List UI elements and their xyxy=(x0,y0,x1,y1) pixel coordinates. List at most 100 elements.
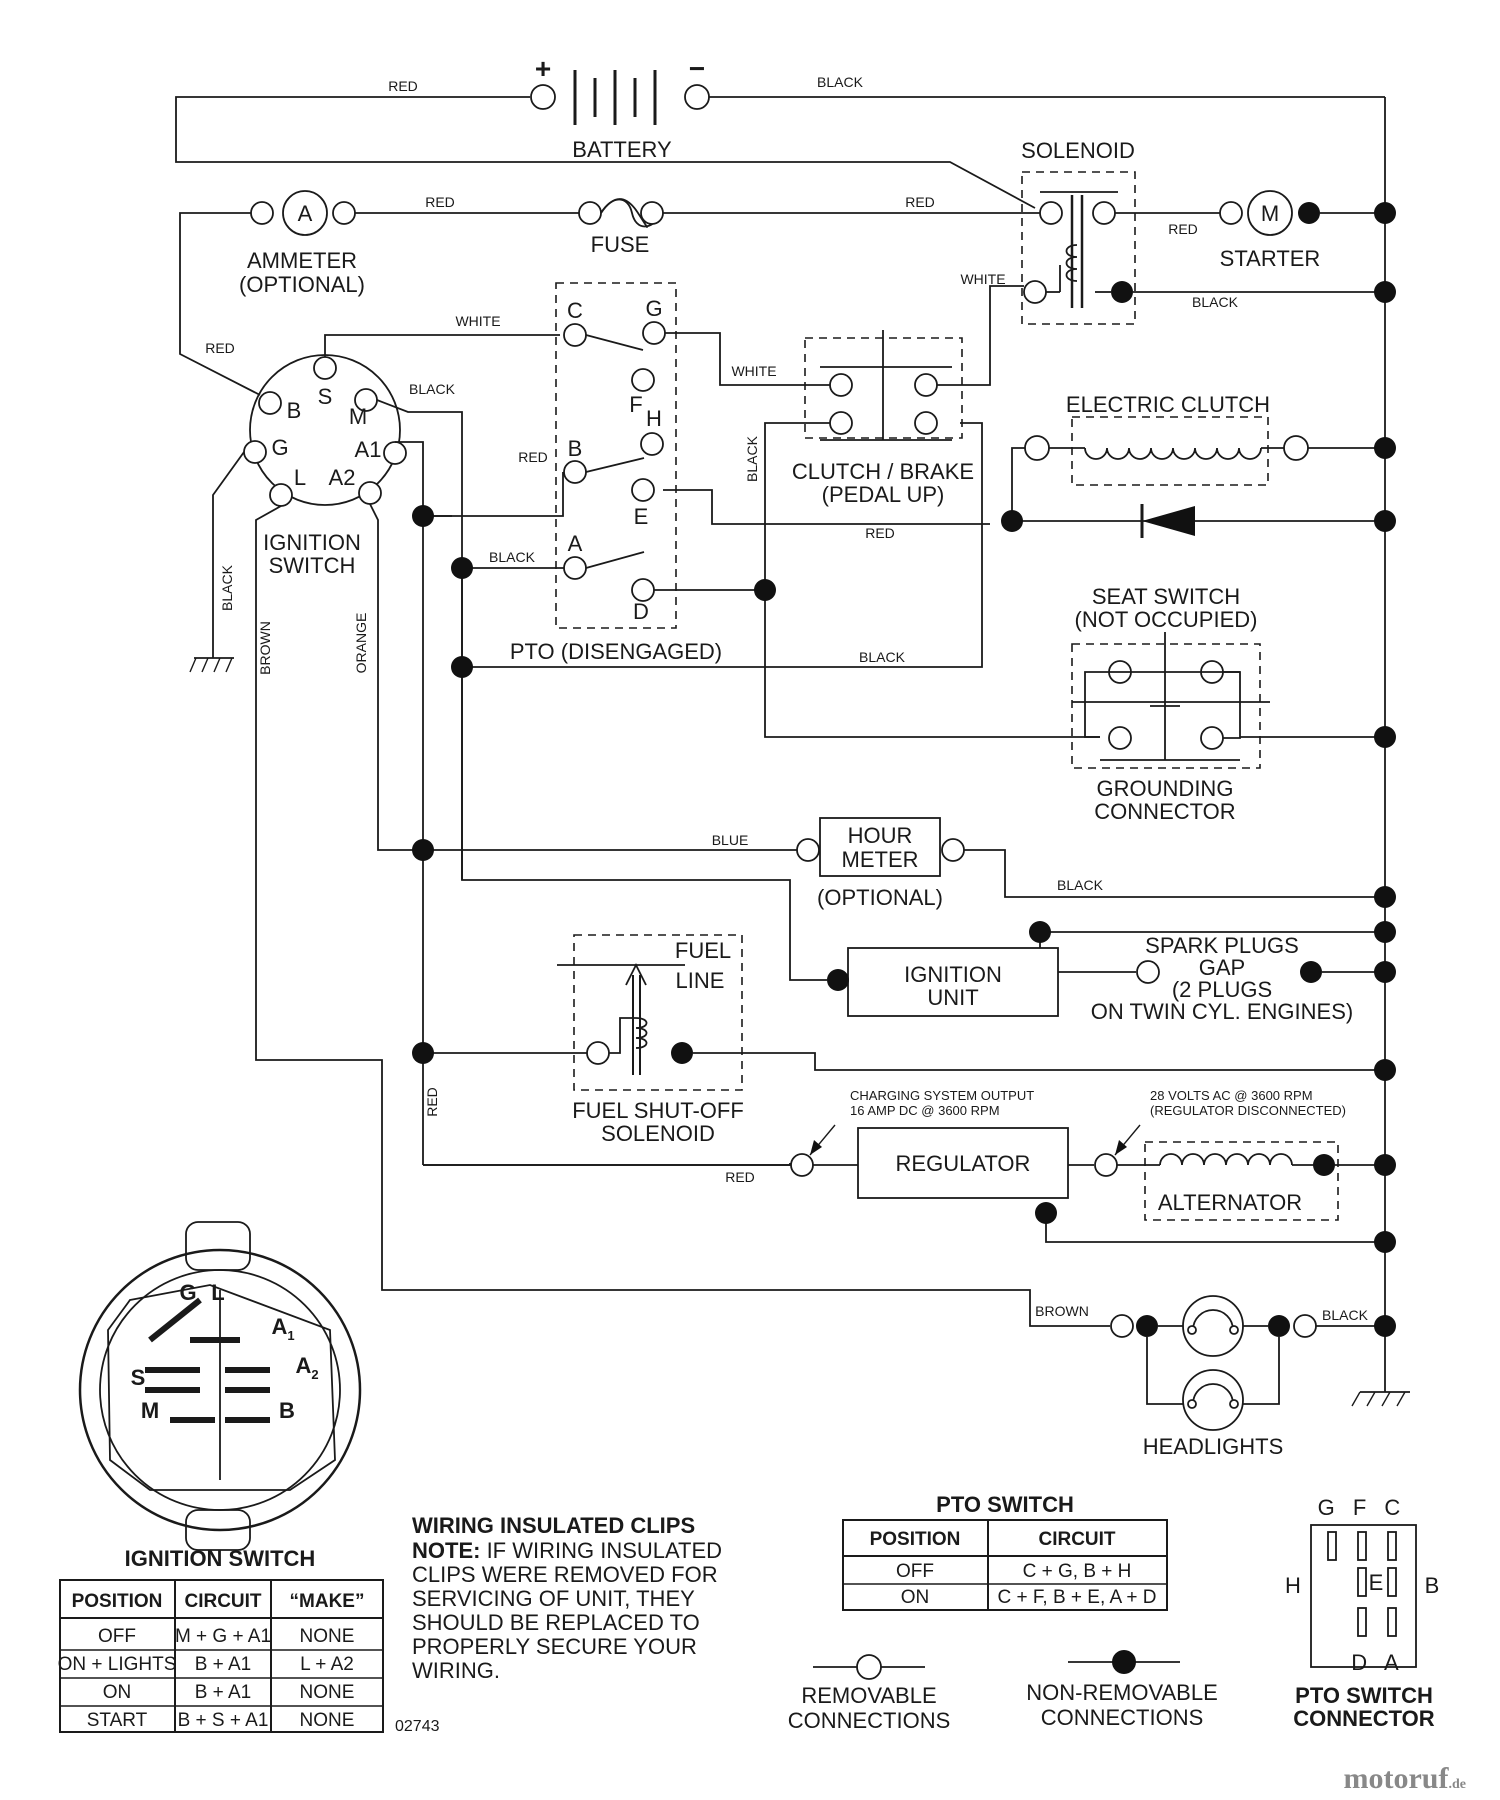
fuel-solenoid-label: FUEL SHUT-OFF xyxy=(572,1098,744,1123)
wire-label-black-gnd: BLACK xyxy=(219,564,235,611)
pto-term-d: D xyxy=(633,599,649,624)
ign-term-b: B xyxy=(287,398,302,423)
ac-label: 28 VOLTS AC @ 3600 RPM xyxy=(1150,1088,1313,1103)
pto-table-title: PTO SWITCH xyxy=(936,1492,1074,1517)
conn-pin-a1-letter: A xyxy=(271,1314,287,1339)
part-number: 02743 xyxy=(395,1718,440,1735)
wire-label-white-clutch: WHITE xyxy=(731,363,776,379)
ign-row-0-position: OFF xyxy=(98,1626,136,1647)
wire-label-black-headlight: BLACK xyxy=(1322,1307,1369,1323)
starter: M RED STARTER xyxy=(1115,190,1385,271)
ign-row-3-make: NONE xyxy=(300,1710,355,1731)
electric-clutch: ELECTRIC CLUTCH xyxy=(1011,392,1385,538)
clips-note-line1: NOTE: IF WIRING INSULATED xyxy=(412,1538,722,1563)
clips-note-line6: WIRING. xyxy=(412,1658,500,1683)
battery-minus: − xyxy=(689,53,705,84)
ign-term-m: M xyxy=(349,404,367,429)
ign-row-2-position: ON xyxy=(103,1682,132,1703)
legend-non-removable-2: CONNECTIONS xyxy=(1041,1705,1204,1730)
seat-switch-label: SEAT SWITCH xyxy=(1092,584,1240,609)
regulator: RED RED REGULATOR CHARGING SYSTEM OUTPUT… xyxy=(423,1087,1385,1243)
wire-label-red-ign: RED xyxy=(205,340,235,356)
wire-label-black-clutch: BLACK xyxy=(744,435,760,482)
wire-label-black-hour: BLACK xyxy=(1057,877,1104,893)
ammeter-symbol: A xyxy=(298,201,313,226)
ign-row-1-make: L + A2 xyxy=(300,1654,354,1675)
pto-term-f: F xyxy=(629,392,642,417)
spark-label-2: GAP xyxy=(1199,955,1245,980)
hour-meter-optional: (OPTIONAL) xyxy=(817,885,943,910)
conn-pin-a1: A1 xyxy=(271,1314,294,1343)
ignition-switch: B S M G A1 L A2 IGNITION SWITCH xyxy=(243,354,407,578)
wire-label-red-ammeter: RED xyxy=(425,194,455,210)
ign-row-2-circuit: B + A1 xyxy=(195,1682,252,1703)
ign-term-a2: A2 xyxy=(329,465,356,490)
wire-label-red-pto-b: RED xyxy=(518,449,548,465)
ign-row-3-position: START xyxy=(87,1710,148,1731)
wire-label-brown-headlight: BROWN xyxy=(1035,1303,1089,1319)
ign-term-s: S xyxy=(318,384,333,409)
battery: + − BATTERY RED BLACK xyxy=(175,53,1385,209)
legend-non-removable: NON-REMOVABLE xyxy=(1026,1680,1218,1705)
charging-label-2: 16 AMP DC @ 3600 RPM xyxy=(850,1103,1000,1118)
charging-label: CHARGING SYSTEM OUTPUT xyxy=(850,1088,1034,1103)
wire-label-red-main: RED xyxy=(424,1087,440,1117)
watermark-suffix: .de xyxy=(1449,1777,1467,1792)
pto-conn-h: H xyxy=(1285,1573,1301,1598)
pto-header-circuit: CIRCUIT xyxy=(1038,1529,1115,1550)
ign-term-l: L xyxy=(294,465,306,490)
pto-conn-e: E xyxy=(1369,1570,1384,1595)
wire-label-black-m: BLACK xyxy=(409,381,456,397)
pto-term-g: G xyxy=(645,296,662,321)
pto-term-a: A xyxy=(568,531,583,556)
wire-label-red-clutch: RED xyxy=(865,525,895,541)
legend-removable-2: CONNECTIONS xyxy=(788,1708,951,1733)
wire-label-red-starter: RED xyxy=(1168,221,1198,237)
grounding-label-2: CONNECTOR xyxy=(1094,799,1235,824)
wire-label-red-fuse: RED xyxy=(905,194,935,210)
conn-pin-a2-sub: 2 xyxy=(311,1367,318,1382)
ign-row-2-make: NONE xyxy=(300,1682,355,1703)
spark-label-4: ON TWIN CYL. ENGINES) xyxy=(1091,999,1353,1024)
ign-row-1-position: ON + LIGHTS xyxy=(58,1654,177,1675)
ammeter-label: AMMETER xyxy=(247,248,357,273)
pto-conn-bottom: D A xyxy=(1351,1650,1404,1675)
ignition-connector-view: G L A1 A2 S M B xyxy=(78,1221,362,1551)
fuel-line-label-2: LINE xyxy=(676,968,725,993)
watermark-main: motoruf xyxy=(1344,1762,1450,1795)
watermark: motoruf.de xyxy=(1344,1762,1466,1795)
clips-note-line2: CLIPS WERE REMOVED FOR xyxy=(412,1562,718,1587)
battery-plus: + xyxy=(535,53,551,84)
regulator-label: REGULATOR xyxy=(896,1151,1031,1176)
pto-term-e: E xyxy=(634,504,649,529)
conn-pin-l: L xyxy=(211,1280,224,1305)
watermark-text: motoruf.de xyxy=(1344,1762,1466,1795)
solenoid: SOLENOID BLACK xyxy=(1021,138,1385,325)
legend-removable: REMOVABLE xyxy=(801,1683,936,1708)
clips-note-title: WIRING INSULATED CLIPS xyxy=(412,1513,695,1538)
ignition-unit-label: IGNITION xyxy=(904,962,1002,987)
conn-pin-a2: A2 xyxy=(295,1353,318,1382)
conn-pin-s: S xyxy=(131,1365,146,1390)
pto-row-1-position: ON xyxy=(901,1587,930,1608)
seat-switch-label-2: (NOT OCCUPIED) xyxy=(1075,607,1258,632)
clutch-brake-switch: WHITE BLACK CLUTCH / BRAKE (PEDAL UP) xyxy=(744,271,1024,524)
conn-pin-a1-sub: 1 xyxy=(287,1328,294,1343)
wire-label-white-pto: WHITE xyxy=(455,313,500,329)
clips-note-line4: SHOULD BE REPLACED TO xyxy=(412,1610,700,1635)
ignition-switch-label: IGNITION xyxy=(263,530,361,555)
pto-label: PTO (DISENGAGED) xyxy=(510,639,722,664)
conn-pin-m: M xyxy=(141,1398,159,1423)
pto-conn-title: PTO SWITCH xyxy=(1295,1683,1433,1708)
pto-conn-title-2: CONNECTOR xyxy=(1293,1706,1434,1731)
fuel-solenoid: FUEL LINE FUEL SHUT-OFF SOLENOID xyxy=(423,934,1385,1146)
pto-header-position: POSITION xyxy=(870,1529,961,1550)
conn-pin-b: B xyxy=(279,1398,295,1423)
pto-term-h: H xyxy=(646,406,662,431)
pto-connector-view: G F C H E B D A PTO SWITCH CONNECTOR xyxy=(1285,1495,1439,1731)
wire-label-black-solenoid: BLACK xyxy=(1192,294,1239,310)
conn-pin-a2-letter: A xyxy=(295,1353,311,1378)
seat-switch: SEAT SWITCH (NOT OCCUPIED) GROUNDING CON… xyxy=(1071,584,1385,824)
ign-header-circuit: CIRCUIT xyxy=(184,1591,261,1612)
